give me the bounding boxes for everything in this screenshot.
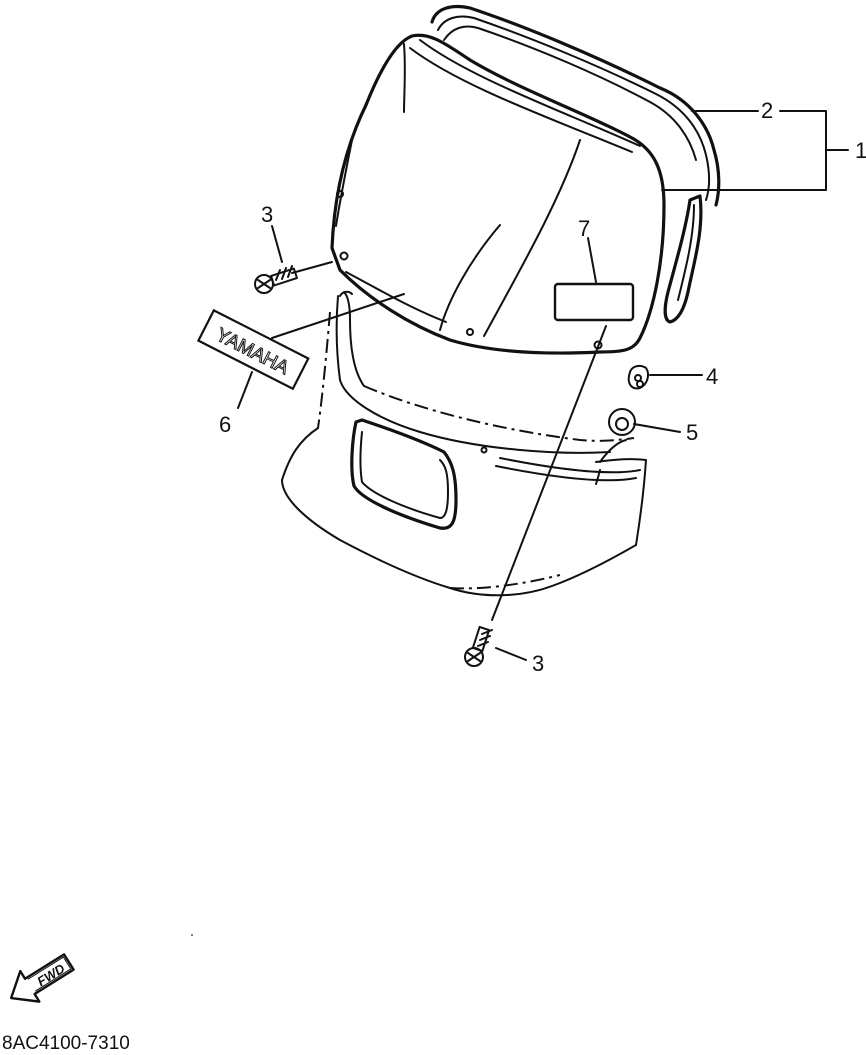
windshield-decal — [553, 282, 635, 322]
callout-5: 5 — [686, 420, 698, 445]
windshield — [330, 33, 666, 355]
front-cowl — [281, 290, 647, 597]
reference-code: 8AC4100-7310 — [2, 1033, 130, 1054]
emblem-text: YAMAHA — [212, 325, 292, 380]
callout-4: 4 — [706, 364, 718, 389]
callout-7: 7 — [578, 216, 590, 241]
screw-upper — [254, 265, 298, 294]
callout-3-upper: 3 — [261, 202, 273, 227]
screw-lower — [464, 625, 493, 667]
windshield-trim-seal — [430, 4, 721, 324]
stray-dot — [191, 934, 193, 936]
nut — [627, 364, 649, 390]
grommet — [608, 408, 636, 436]
fwd-arrow-icon: FWD — [9, 953, 75, 1003]
callout-3-lower: 3 — [532, 651, 544, 676]
yamaha-emblem: YAMAHA — [196, 308, 310, 391]
callout-1: 1 — [855, 138, 866, 163]
callout-6: 6 — [219, 412, 231, 437]
leader-lines — [237, 110, 849, 661]
callout-2: 2 — [761, 98, 773, 123]
